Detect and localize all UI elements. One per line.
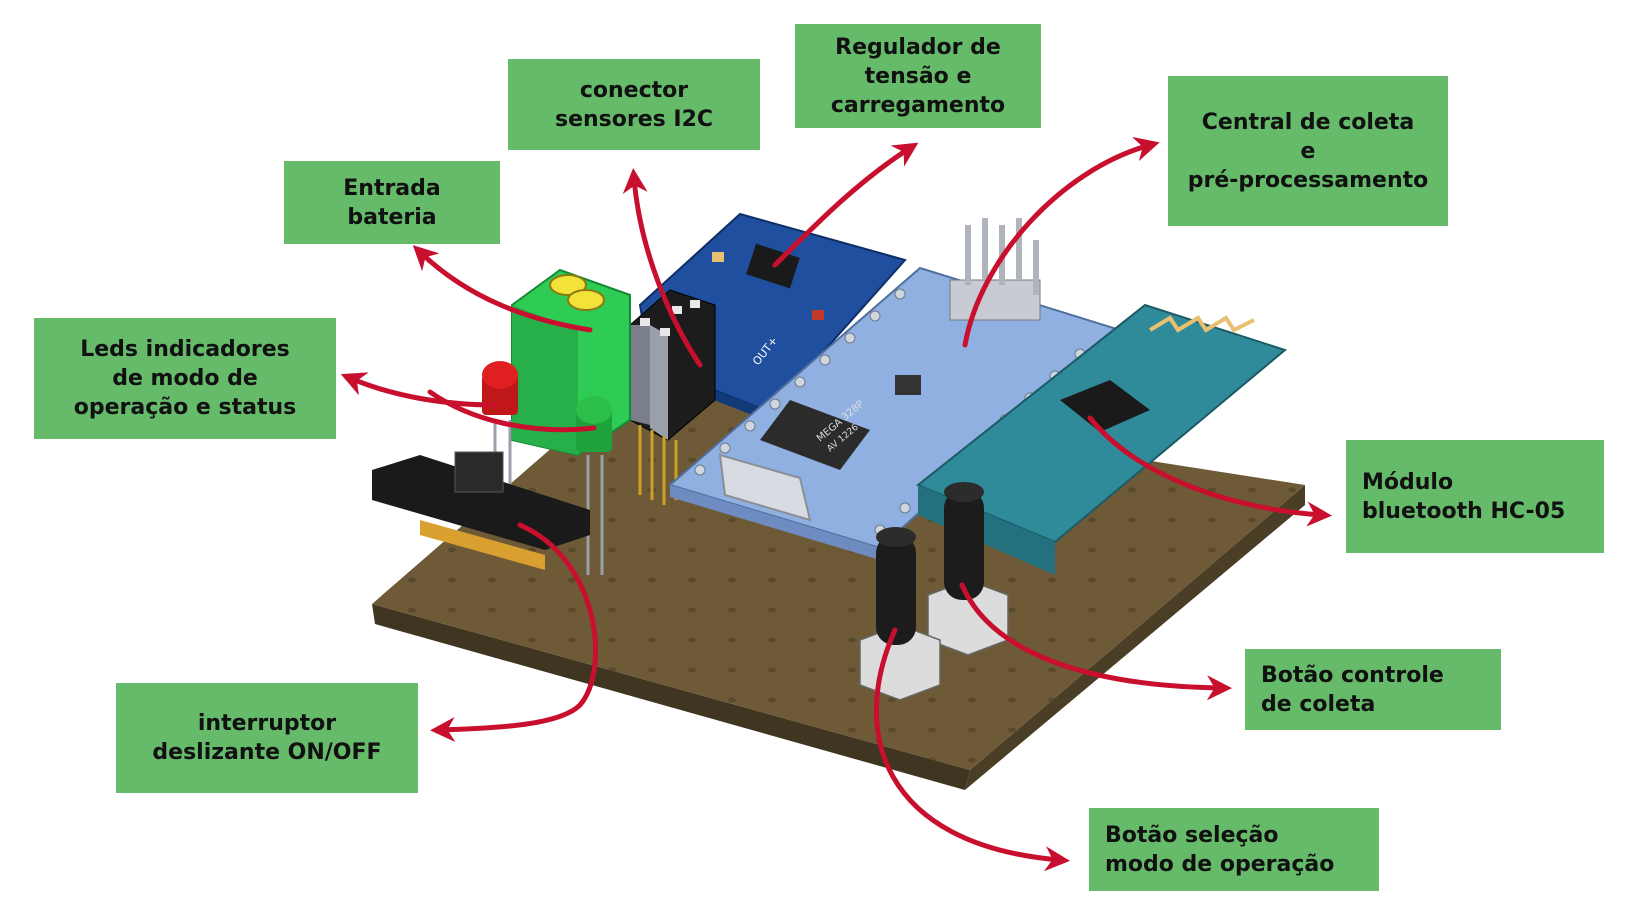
- label-i2c-connector: conector sensores I2C: [508, 59, 760, 150]
- terminal-screw: [549, 274, 587, 296]
- label-regulator: Regulador de tensão e carregamento: [795, 24, 1041, 128]
- arrow-bluetooth: [1087, 415, 1332, 527]
- arrow-battery: [412, 245, 593, 333]
- terminal-screw: [567, 289, 605, 311]
- arrow-led-red: [340, 372, 499, 408]
- arrow-central: [962, 136, 1160, 348]
- arrow-regulator: [772, 142, 919, 268]
- arrow-i2c: [622, 168, 703, 368]
- label-battery: Entrada bateria: [284, 161, 500, 244]
- label-mode-button: Botão seleção modo de operação: [1089, 808, 1379, 891]
- mini-usb-port: [718, 453, 812, 522]
- collect-button-component: [927, 482, 1009, 656]
- arrow-collect-button: [959, 582, 1232, 701]
- microcontroller-chip: [760, 400, 870, 470]
- callout-arrows: [340, 136, 1332, 872]
- arduino-nano: MEGA 328P AV 1226: [667, 218, 1122, 560]
- arrow-switch: [430, 522, 598, 742]
- label-central: Central de coleta e pré-processamento: [1168, 76, 1448, 226]
- bluetooth-chip: [1060, 380, 1150, 432]
- smd-led: [812, 310, 824, 320]
- pcb-antenna: [1148, 315, 1255, 333]
- label-leds: Leds indicadores de modo de operação e s…: [34, 318, 336, 439]
- slide-switch: [372, 451, 590, 570]
- reset-button: [895, 375, 921, 395]
- arrow-mode-button: [874, 627, 1070, 872]
- label-switch: interruptor deslizante ON/OFF: [116, 683, 418, 793]
- label-collect-button: Botão controle de coleta: [1245, 649, 1501, 730]
- arrow-led-green: [427, 389, 597, 433]
- label-bluetooth: Módulo bluetooth HC-05: [1346, 440, 1604, 553]
